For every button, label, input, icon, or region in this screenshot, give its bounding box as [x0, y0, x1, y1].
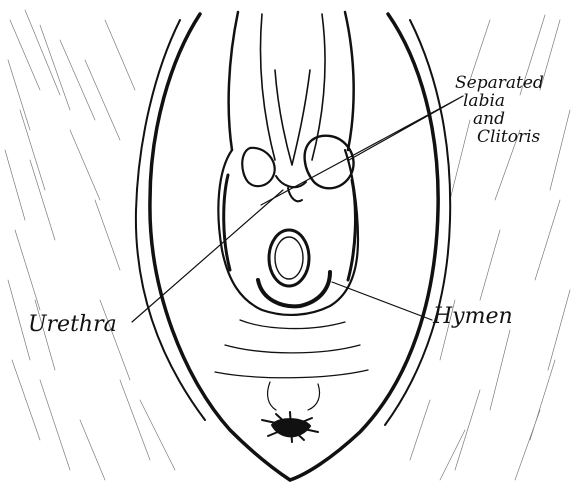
inner-fold-lines — [261, 14, 325, 165]
left-inner-outline — [229, 12, 238, 150]
separated-labia-and-clitoris-label: Separated labia and Clitoris — [455, 74, 544, 146]
anus-mark — [262, 382, 320, 442]
labia-label-line-1: Separated — [455, 74, 544, 92]
labia-label-line-2: labia — [455, 92, 544, 110]
hymen-ring — [258, 230, 330, 306]
hymen-label: Hymen — [433, 304, 513, 329]
labia-label-line-4: Clitoris — [455, 128, 544, 146]
vestibule-outline — [218, 150, 358, 315]
perineum-lines — [215, 320, 368, 378]
right-inner-outline — [345, 12, 354, 150]
hymen-leader-line — [332, 282, 432, 320]
labia-label-line-3: and — [455, 110, 544, 128]
left-thigh-hatching — [5, 10, 175, 480]
urethra-label: Urethra — [28, 312, 117, 337]
left-labia-blob — [242, 148, 274, 186]
right-outer-contour — [290, 14, 438, 480]
labia-leader-line — [261, 96, 463, 205]
right-labia-blob — [305, 136, 354, 189]
right-thigh-fold — [385, 20, 450, 425]
